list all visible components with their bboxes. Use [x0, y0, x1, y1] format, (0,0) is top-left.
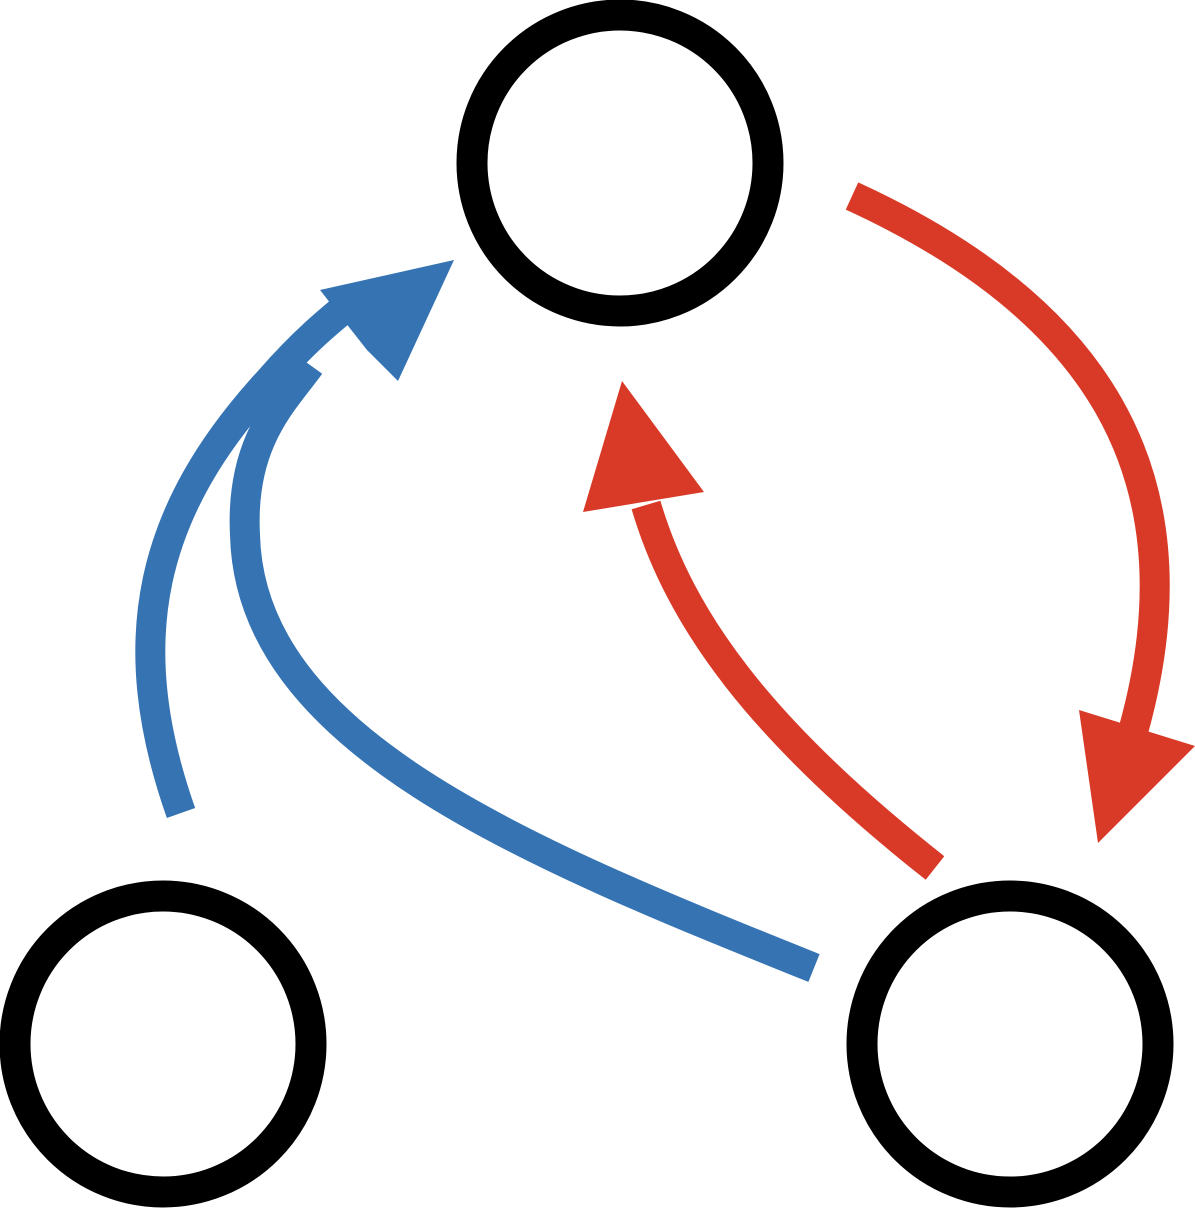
edge-line [845, 182, 1170, 732]
edge-top-to-bottom-right [845, 182, 1195, 843]
node-bottom-left [0, 880, 327, 1208]
edge-line [229, 356, 820, 982]
node-top [456, 0, 784, 327]
edges [135, 182, 1195, 982]
edge-line [135, 285, 368, 818]
edge-bottom-right-to-top-red [583, 381, 945, 880]
edge-line [631, 500, 945, 880]
arrowhead [320, 260, 454, 381]
edge-bottom-left-to-top [135, 260, 454, 818]
edge-bottom-right-to-top-blue [229, 356, 820, 982]
node-bottom-right [846, 880, 1174, 1208]
arrowhead [583, 381, 704, 512]
arrowhead [1079, 710, 1195, 843]
